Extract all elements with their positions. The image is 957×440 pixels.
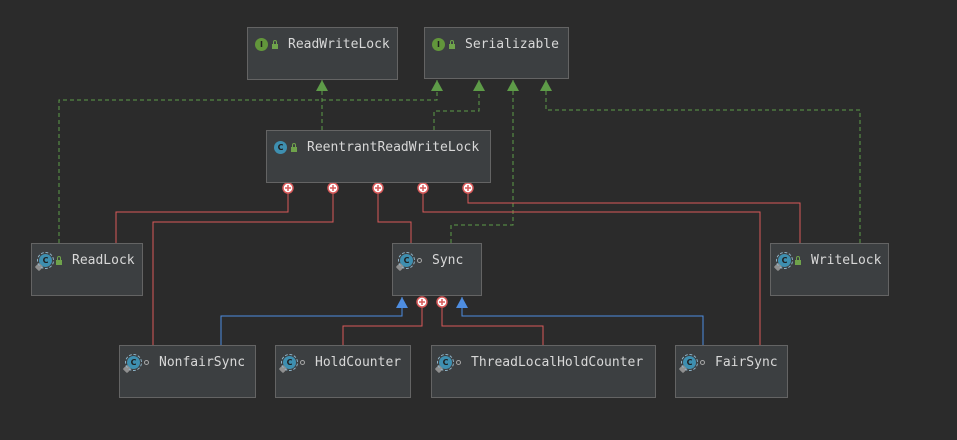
class-icon: C bbox=[274, 140, 287, 154]
edge-implements-sync-to-serializable bbox=[450, 80, 519, 243]
node-label: WriteLock bbox=[811, 252, 882, 268]
arrowhead-icon bbox=[456, 297, 468, 308]
package-private-icon bbox=[417, 257, 422, 263]
inner-class-icon: C bbox=[437, 353, 454, 371]
node-reentrantreadwritelock[interactable]: C ReentrantReadWriteLock bbox=[266, 130, 491, 183]
interface-icon: I bbox=[255, 37, 268, 51]
inner-class-icon: C bbox=[776, 251, 793, 269]
inner-class-icon: C bbox=[281, 353, 298, 371]
package-private-icon bbox=[700, 359, 705, 365]
edge-inner-threadlocal-to-sync bbox=[436, 296, 544, 345]
edge-inner-holdcounter-to-sync bbox=[342, 296, 428, 345]
edge-line bbox=[450, 80, 514, 243]
node-readwritelock[interactable]: I ReadWriteLock bbox=[247, 27, 398, 80]
node-nonfairsync[interactable]: C NonfairSync bbox=[119, 345, 256, 398]
node-label: Serializable bbox=[465, 36, 559, 52]
node-sync[interactable]: C Sync bbox=[392, 243, 482, 296]
package-private-icon bbox=[456, 359, 461, 365]
node-label: NonfairSync bbox=[159, 354, 246, 370]
node-serializable[interactable]: I Serializable bbox=[424, 27, 569, 79]
node-holdcounter[interactable]: C HoldCounter bbox=[275, 345, 411, 398]
node-label: FairSync bbox=[715, 354, 778, 370]
arrowhead-icon bbox=[431, 80, 443, 91]
package-private-icon bbox=[300, 359, 305, 365]
edge-line bbox=[433, 80, 480, 130]
edge-inner-writelock-to-reentrant bbox=[462, 182, 801, 243]
plus-icon bbox=[375, 185, 381, 191]
edge-line bbox=[441, 302, 544, 345]
inner-class-icon: C bbox=[125, 353, 142, 371]
edge-line bbox=[115, 188, 289, 243]
node-label: ReadWriteLock bbox=[288, 36, 390, 52]
edge-line bbox=[377, 188, 412, 243]
public-lock-icon bbox=[272, 39, 278, 49]
arrowhead-icon bbox=[396, 297, 408, 308]
node-label: Sync bbox=[432, 252, 464, 268]
abstract-inner-class-icon: C bbox=[398, 251, 415, 269]
arrowhead-icon bbox=[507, 80, 519, 91]
edge-line bbox=[422, 188, 761, 345]
edge-extends-fairsync-to-sync bbox=[456, 297, 704, 345]
plus-icon bbox=[419, 299, 425, 305]
public-lock-icon bbox=[795, 255, 801, 265]
arrowhead-icon bbox=[316, 80, 328, 91]
plus-icon bbox=[420, 185, 426, 191]
plus-icon bbox=[439, 299, 445, 305]
node-fairsync[interactable]: C FairSync bbox=[675, 345, 788, 398]
plus-icon bbox=[285, 185, 291, 191]
edges-layer bbox=[58, 80, 861, 345]
edge-line bbox=[342, 302, 423, 345]
edge-implements-reentrant-to-serializable bbox=[433, 80, 485, 130]
edge-inner-readlock-to-reentrant bbox=[115, 182, 294, 243]
public-lock-icon bbox=[56, 255, 62, 265]
edge-implements-writelock-to-serializable bbox=[540, 80, 861, 243]
interface-icon: I bbox=[432, 37, 445, 51]
edge-line bbox=[545, 80, 861, 243]
public-lock-icon bbox=[449, 39, 455, 49]
node-label: ReentrantReadWriteLock bbox=[307, 139, 480, 155]
node-threadlocalholdcounter[interactable]: C ThreadLocalHoldCounter bbox=[431, 345, 656, 398]
edge-line bbox=[461, 297, 704, 345]
node-label: ThreadLocalHoldCounter bbox=[471, 354, 644, 370]
package-private-icon bbox=[144, 359, 149, 365]
arrowhead-icon bbox=[540, 80, 552, 91]
edge-extends-nonfairsync-to-sync bbox=[220, 297, 408, 345]
edge-implements-readlock-to-serializable bbox=[58, 80, 443, 243]
edge-line bbox=[58, 80, 438, 243]
inner-class-icon: C bbox=[681, 353, 698, 371]
edge-implements-reentrant-to-readwritelock bbox=[316, 80, 328, 130]
plus-icon bbox=[330, 185, 336, 191]
edge-line bbox=[220, 297, 403, 345]
public-lock-icon bbox=[291, 142, 297, 152]
node-label: ReadLock bbox=[72, 252, 135, 268]
arrowhead-icon bbox=[473, 80, 485, 91]
node-label: HoldCounter bbox=[315, 354, 402, 370]
edge-line bbox=[152, 188, 334, 345]
plus-icon bbox=[465, 185, 471, 191]
node-readlock[interactable]: C ReadLock bbox=[31, 243, 143, 296]
inner-class-icon: C bbox=[37, 251, 54, 269]
edge-line bbox=[467, 188, 801, 243]
edge-inner-sync-to-reentrant bbox=[372, 182, 412, 243]
edge-inner-fairsync-to-reentrant bbox=[417, 182, 761, 345]
node-writelock[interactable]: C WriteLock bbox=[770, 243, 889, 296]
edge-inner-nonfairsync-to-reentrant bbox=[152, 182, 339, 345]
